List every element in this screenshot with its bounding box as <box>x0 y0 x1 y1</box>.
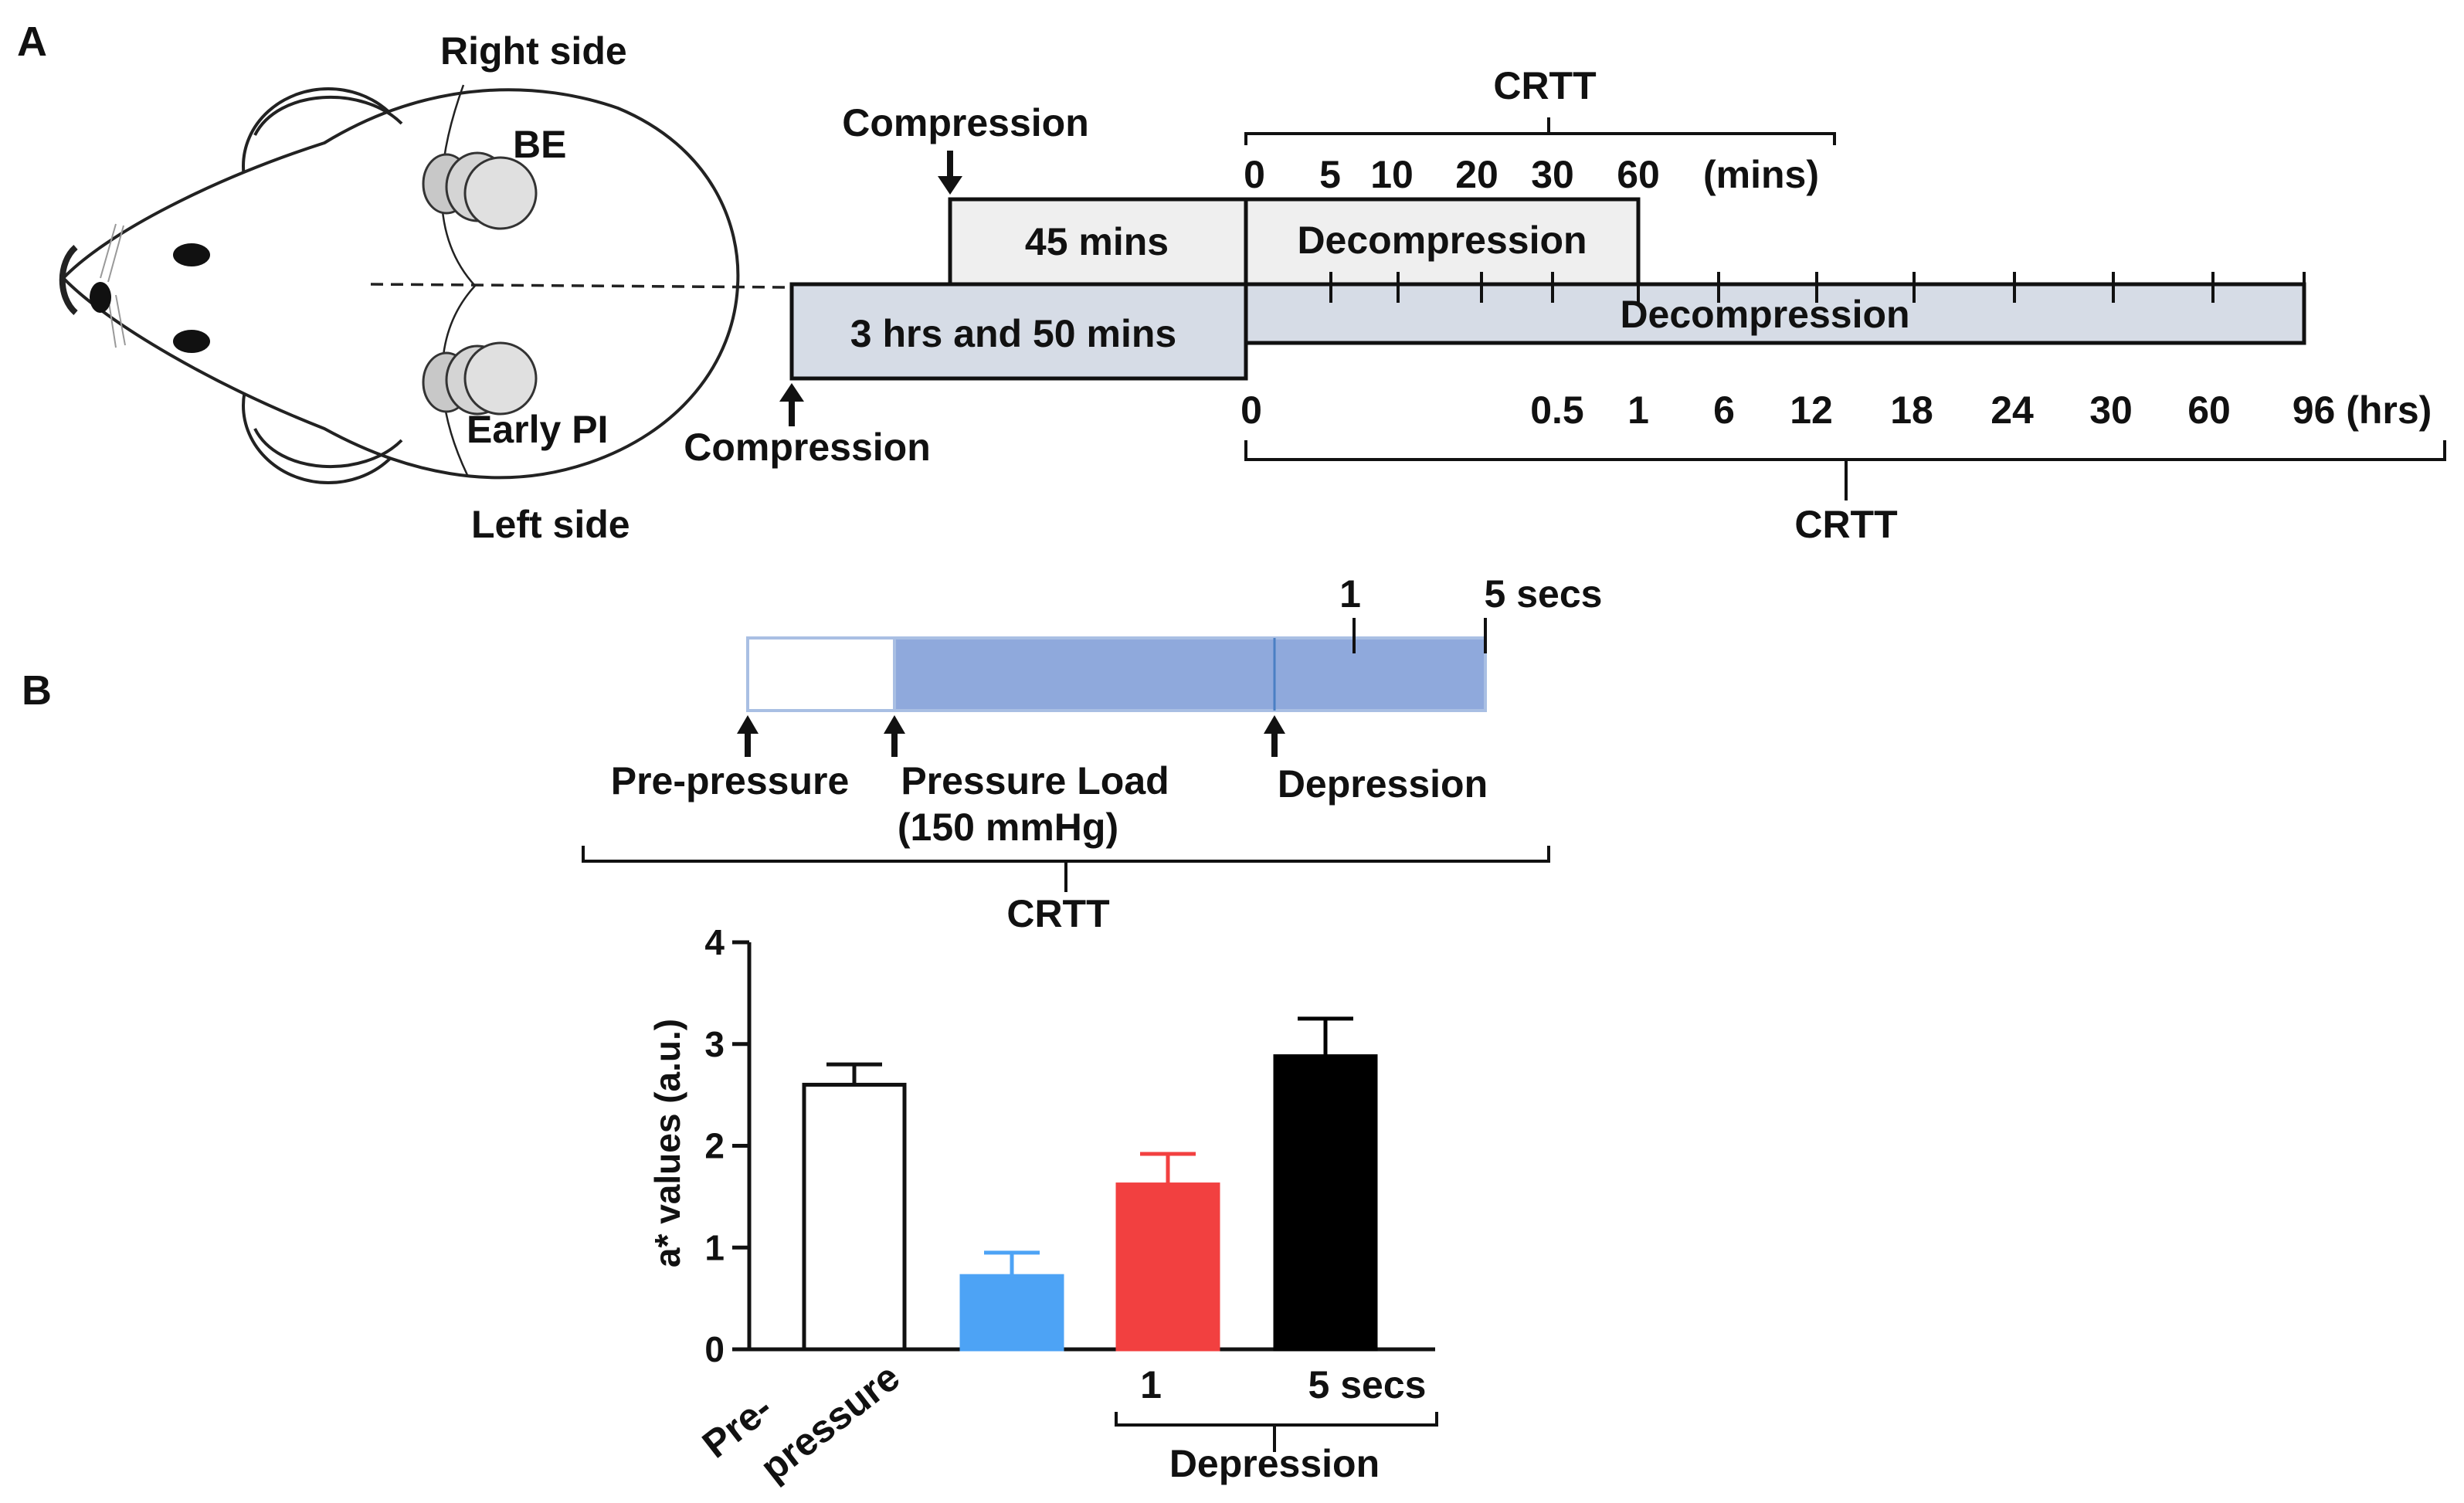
bars <box>802 1016 1378 1352</box>
magnet-discs-right <box>422 151 538 230</box>
magnet-discs-left <box>422 341 538 416</box>
crtt-bracket-top <box>1244 117 1836 145</box>
crtt-top-label: CRTT <box>1493 64 1596 107</box>
y-tick-label: 2 <box>704 1126 725 1166</box>
pressure-load-label: Pressure Load <box>901 759 1169 802</box>
decompression-mins-label: Decompression <box>1297 219 1587 262</box>
be-label: BE <box>513 123 566 166</box>
y-tick-label: 1 <box>704 1227 725 1267</box>
min-tick-20: 20 <box>1455 153 1498 196</box>
decompression-bar-hrs <box>1244 282 2306 345</box>
pre-pressure-arrow <box>737 715 759 757</box>
panel-a-label: A <box>17 19 47 65</box>
depression-arrow <box>1264 715 1285 757</box>
pressure-load-arrow <box>884 715 905 757</box>
left-eye <box>173 330 210 353</box>
hr-tick-12: 12 <box>1790 388 1833 432</box>
y-tick-label: 0 <box>704 1329 725 1369</box>
whiskers <box>100 223 126 348</box>
panel-b-label: B <box>22 667 52 714</box>
mouse-head-illustration <box>59 84 789 484</box>
mins-unit: (mins) <box>1703 153 1819 196</box>
hr-tick-24: 24 <box>1991 388 2034 432</box>
pressure-load-segment <box>893 636 1487 712</box>
duration-3h50-label: 3 hrs and 50 mins <box>850 312 1176 355</box>
bar-0 <box>802 1082 907 1352</box>
right-ear-edge <box>253 95 403 136</box>
hr-tick-30: 30 <box>2089 388 2133 432</box>
crtt-bracket-bottom <box>1244 440 2446 500</box>
hr-tick-18: 18 <box>1890 388 1933 432</box>
right-side-label: Right side <box>440 29 627 73</box>
crtt-b-label: CRTT <box>1006 892 1109 935</box>
min-tick-30: 30 <box>1531 153 1574 196</box>
duration-45-label: 45 mins <box>1025 220 1169 263</box>
category-label-5-secs: 5 secs <box>1308 1363 1427 1406</box>
decompression-bar-mins <box>1244 197 1641 287</box>
hr-tick-60: 60 <box>2187 388 2231 432</box>
early-pi-label: Early PI <box>467 408 608 451</box>
right-eye <box>173 243 210 266</box>
compression-top-label: Compression <box>842 101 1089 144</box>
depression-timeline-label: Depression <box>1278 762 1488 806</box>
y-tick-label: 3 <box>704 1024 725 1064</box>
min-tick-0: 0 <box>1244 153 1265 196</box>
min-tick-10: 10 <box>1370 153 1414 196</box>
y-ticks: 0 1 2 3 4 <box>704 922 749 1369</box>
compression-bottom-label: Compression <box>684 426 931 469</box>
y-tick-label: 4 <box>704 922 725 962</box>
min-tick-5: 5 <box>1319 153 1341 196</box>
tick-5-label: 5 secs <box>1485 572 1603 616</box>
bar-1 <box>959 1274 1064 1352</box>
crtt-bracket-b <box>582 846 1550 892</box>
hr-tick-0.5: 0.5 <box>1530 388 1584 432</box>
depression-group-label: Depression <box>1169 1442 1380 1485</box>
hour-tick-marks <box>1329 272 2306 303</box>
category-label-1: 1 <box>1140 1363 1162 1406</box>
pre-pressure-label: Pre-pressure <box>611 759 850 802</box>
pre-pressure-segment <box>746 636 896 712</box>
left-ear-edge <box>253 428 403 469</box>
hr-tick-6: 6 <box>1713 388 1735 432</box>
compression-arrow-top <box>938 151 962 195</box>
compression-arrow-bottom <box>779 383 804 426</box>
pressure-value-label: (150 mmHg) <box>898 806 1118 849</box>
hr-tick-96: 96 (hrs) <box>2293 388 2432 432</box>
hr-tick-1: 1 <box>1627 388 1649 432</box>
midline-dashed <box>370 283 789 289</box>
hr-tick-0: 0 <box>1240 388 1262 432</box>
left-side-label: Left side <box>471 503 630 546</box>
bar-2 <box>1115 1182 1220 1352</box>
depression-group-bracket <box>1115 1412 1438 1452</box>
nose <box>59 244 78 316</box>
crtt-bottom-label: CRTT <box>1794 503 1897 546</box>
decompression-hrs-label: Decompression <box>1620 293 1909 336</box>
min-tick-60: 60 <box>1617 153 1660 196</box>
nostril <box>90 282 111 313</box>
bar-3 <box>1273 1054 1378 1352</box>
tick-1-label: 1 <box>1339 572 1361 616</box>
y-axis-label: a* values (a.u.) <box>647 1019 687 1267</box>
